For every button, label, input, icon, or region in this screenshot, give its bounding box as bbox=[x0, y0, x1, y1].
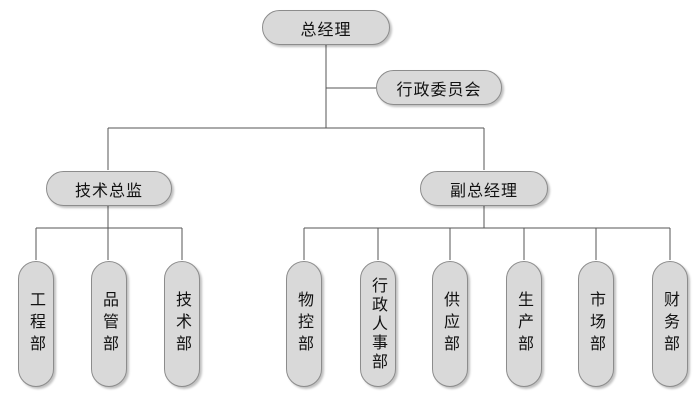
dept-node-label: 工程部 bbox=[27, 291, 46, 357]
tech-director-node-label: 技术总监 bbox=[74, 180, 143, 200]
vice-gm-node-label: 副总经理 bbox=[449, 180, 518, 200]
dept-node-marketing: 市场部 bbox=[578, 261, 614, 387]
dept-node-label: 技术部 bbox=[173, 291, 192, 357]
dept-node-label: 品管部 bbox=[100, 291, 119, 357]
tech-director-node: 技术总监 bbox=[46, 171, 172, 206]
dept-node-label: 行政人事部 bbox=[369, 276, 388, 372]
dept-node-label: 供应部 bbox=[441, 291, 460, 357]
dept-node-technology: 技术部 bbox=[164, 261, 200, 387]
committee-node: 行政委员会 bbox=[376, 70, 502, 105]
dept-node-production: 生产部 bbox=[506, 261, 542, 387]
dept-node-label: 财务部 bbox=[661, 291, 680, 357]
dept-node-material-control: 物控部 bbox=[286, 261, 322, 387]
root-node-general-manager: 总经理 bbox=[262, 10, 390, 45]
dept-node-label: 市场部 bbox=[587, 291, 606, 357]
dept-node-label: 生产部 bbox=[515, 291, 534, 357]
root-node-label: 总经理 bbox=[300, 19, 352, 39]
dept-node-finance: 财务部 bbox=[652, 261, 688, 387]
dept-node-label: 物控部 bbox=[295, 291, 314, 357]
dept-node-admin-hr: 行政人事部 bbox=[360, 261, 396, 387]
dept-node-supply: 供应部 bbox=[432, 261, 468, 387]
dept-node-engineering: 工程部 bbox=[18, 261, 54, 387]
dept-node-quality: 品管部 bbox=[91, 261, 127, 387]
committee-node-label: 行政委员会 bbox=[396, 79, 482, 99]
vice-gm-node: 副总经理 bbox=[420, 171, 548, 206]
